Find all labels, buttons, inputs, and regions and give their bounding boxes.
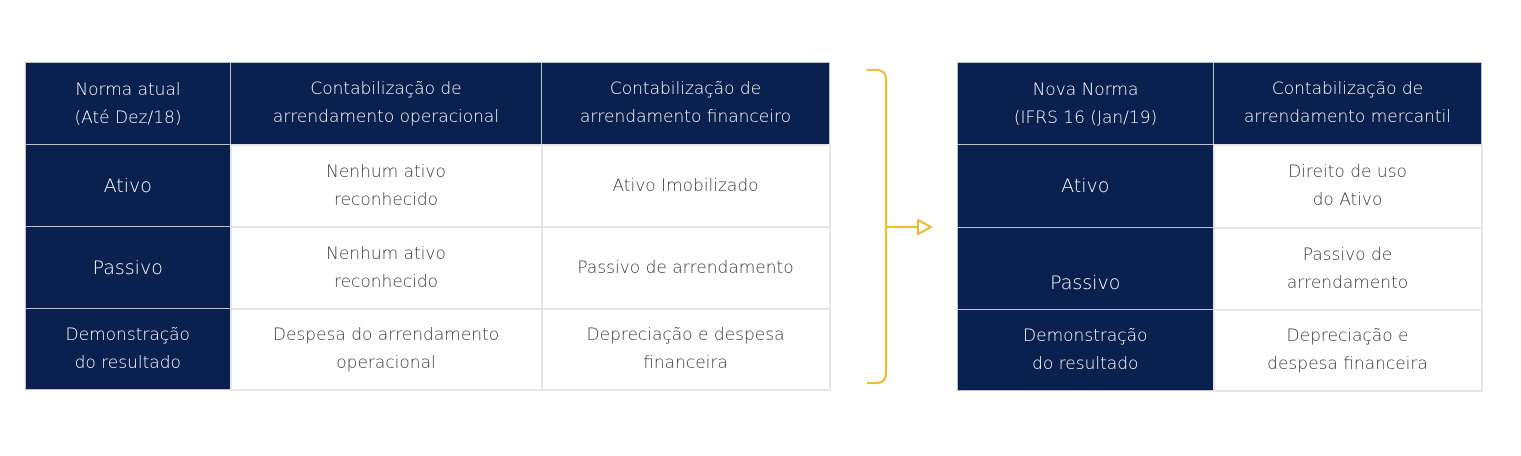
cell-passivo-financeiro: Passivo de arrendamento: [540, 225, 831, 310]
row-label-ativo: Ativo: [957, 144, 1214, 228]
row-label-ativo: Ativo: [25, 144, 231, 227]
cell-ativo-financeiro: Ativo Imobilizado: [540, 143, 831, 228]
row-label-passivo: Passivo: [25, 226, 231, 309]
row-label-passivo: Passivo: [957, 227, 1214, 310]
table-header-row: Norma atual(Até Dez/18) Contabilização d…: [25, 62, 830, 145]
new-standard-table: Nova Norma(IFRS 16 (Jan/19) Contabilizaç…: [957, 62, 1483, 392]
bracket-arrow-icon: [867, 68, 933, 385]
table-header-row: Nova Norma(IFRS 16 (Jan/19) Contabilizaç…: [957, 62, 1482, 145]
header-current-standard: Norma atual(Até Dez/18): [25, 62, 231, 145]
header-new-standard: Nova Norma(IFRS 16 (Jan/19): [957, 62, 1214, 145]
current-standard-table: Norma atual(Até Dez/18) Contabilização d…: [25, 62, 831, 391]
